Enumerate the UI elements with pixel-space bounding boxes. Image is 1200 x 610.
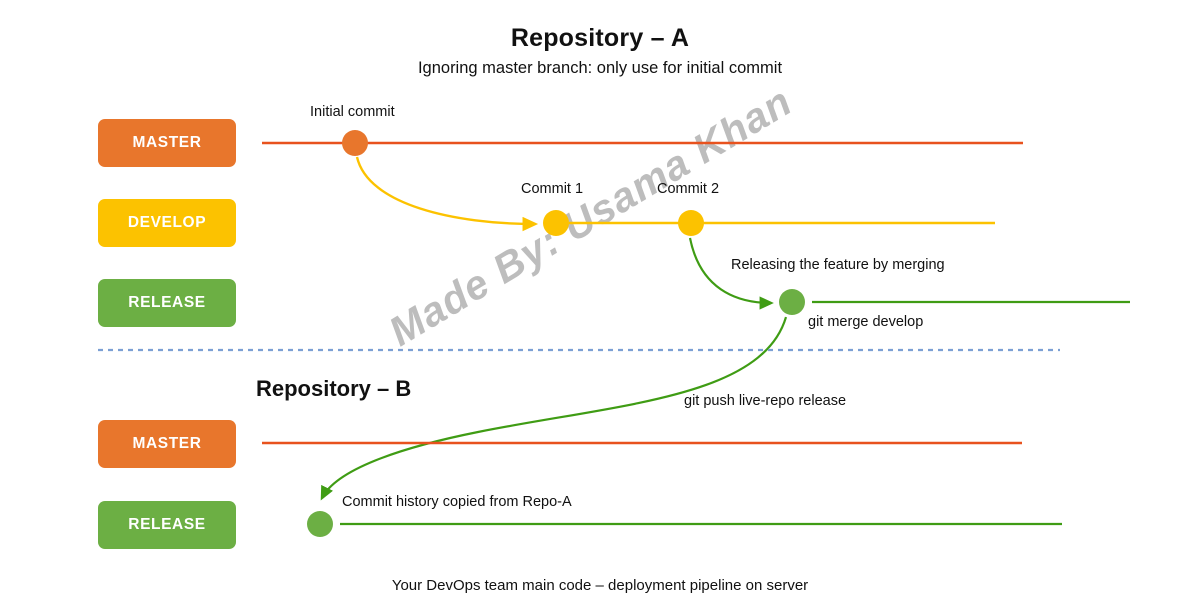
repository-a-title: Repository – A [510,24,690,52]
branch-chip-label: MASTER [132,435,202,452]
commit-node-commit-2[interactable] [678,210,704,236]
branch-chip-develop-a[interactable]: DEVELOP [98,199,236,247]
commit-node-commit-1[interactable] [543,210,569,236]
commit-label-commit-1: Commit 1 [521,181,584,197]
branch-chip-label: RELEASE [128,516,206,533]
watermark-text: Made By: Usama Khan [380,77,800,355]
annotation-commit-history-copied: Commit history copied from Repo-A [342,494,572,510]
arrow-master-to-develop [355,156,539,232]
commit-label-commit-2: Commit 2 [657,181,720,197]
branch-chip-release-b[interactable]: RELEASE [98,501,236,549]
branch-chip-release-a[interactable]: RELEASE [98,279,236,327]
branch-chip-master-b[interactable]: MASTER [98,420,236,468]
commit-node-initial-commit[interactable] [342,130,368,156]
commit-node-release-b[interactable] [307,511,333,537]
branch-chip-label: RELEASE [128,294,206,311]
footer-caption: Your DevOps team main code – deployment … [391,577,809,594]
branch-chip-label: MASTER [132,134,202,151]
annotation-releasing-feature: Releasing the feature by merging [731,257,945,273]
annotation-git-push-live-repo: git push live-repo release [684,393,847,409]
commit-label-initial-commit: Initial commit [310,104,395,120]
branch-chip-master-a[interactable]: MASTER [98,119,236,167]
repository-b-title: Repository – B [256,376,412,401]
repository-a-subtitle: Ignoring master branch: only use for ini… [417,59,783,77]
commit-node-release-a[interactable] [779,289,805,315]
annotation-git-merge-develop: git merge develop [808,314,924,330]
branch-chip-label: DEVELOP [127,214,207,231]
